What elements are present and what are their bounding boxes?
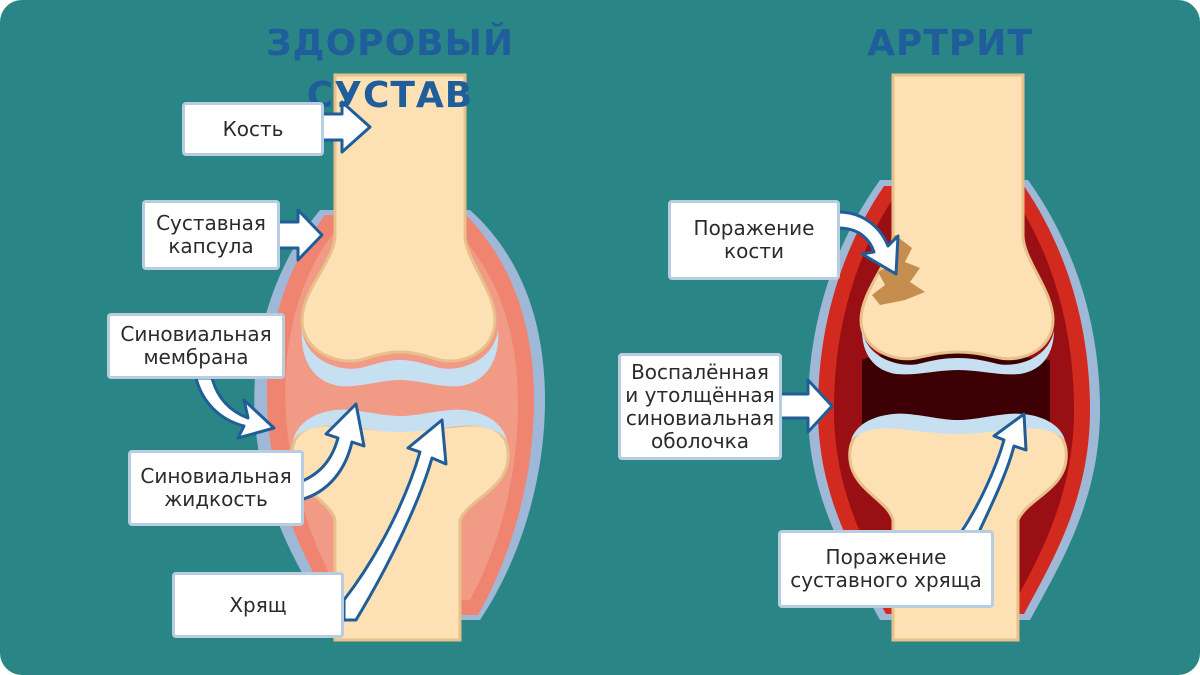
arthritis-tibia-cartilage bbox=[851, 413, 1065, 440]
arrow-cartilage-damage bbox=[958, 412, 1028, 536]
label-synovial-membrane: Синовиальная мембрана bbox=[107, 313, 285, 379]
arthritis-title: АРТРИТ bbox=[867, 23, 1033, 64]
arrow-cartilage bbox=[342, 418, 448, 622]
arthritis-joint bbox=[808, 73, 1100, 642]
healthy-joint-title: ЗДОРОВЫЙ СУСТАВ bbox=[265, 23, 515, 116]
label-synovial-fluid: Синовиальная жидкость bbox=[128, 450, 304, 526]
label-cartilage: Хрящ bbox=[172, 572, 344, 638]
label-joint-capsule: Суставная капсула bbox=[142, 200, 280, 270]
healthy-joint bbox=[254, 73, 545, 642]
arrow-membrane bbox=[194, 376, 276, 440]
arrow-fluid bbox=[298, 402, 366, 502]
healthy-femur-cartilage bbox=[301, 330, 499, 387]
arrow-bone-damage bbox=[836, 210, 900, 276]
label-cartilage-damage: Поражение суставного хряща bbox=[778, 530, 994, 608]
label-bone: Кость bbox=[182, 102, 324, 156]
arrow-bone bbox=[320, 100, 372, 154]
label-bone-damage: Поражение кости bbox=[668, 200, 840, 280]
arrow-inflamed-membrane bbox=[778, 378, 834, 434]
label-inflamed-membrane: Воспалённая и утолщённая синовиальная об… bbox=[618, 353, 782, 460]
arrow-capsule bbox=[276, 208, 324, 262]
arthritis-femur-cartilage bbox=[862, 330, 1054, 375]
